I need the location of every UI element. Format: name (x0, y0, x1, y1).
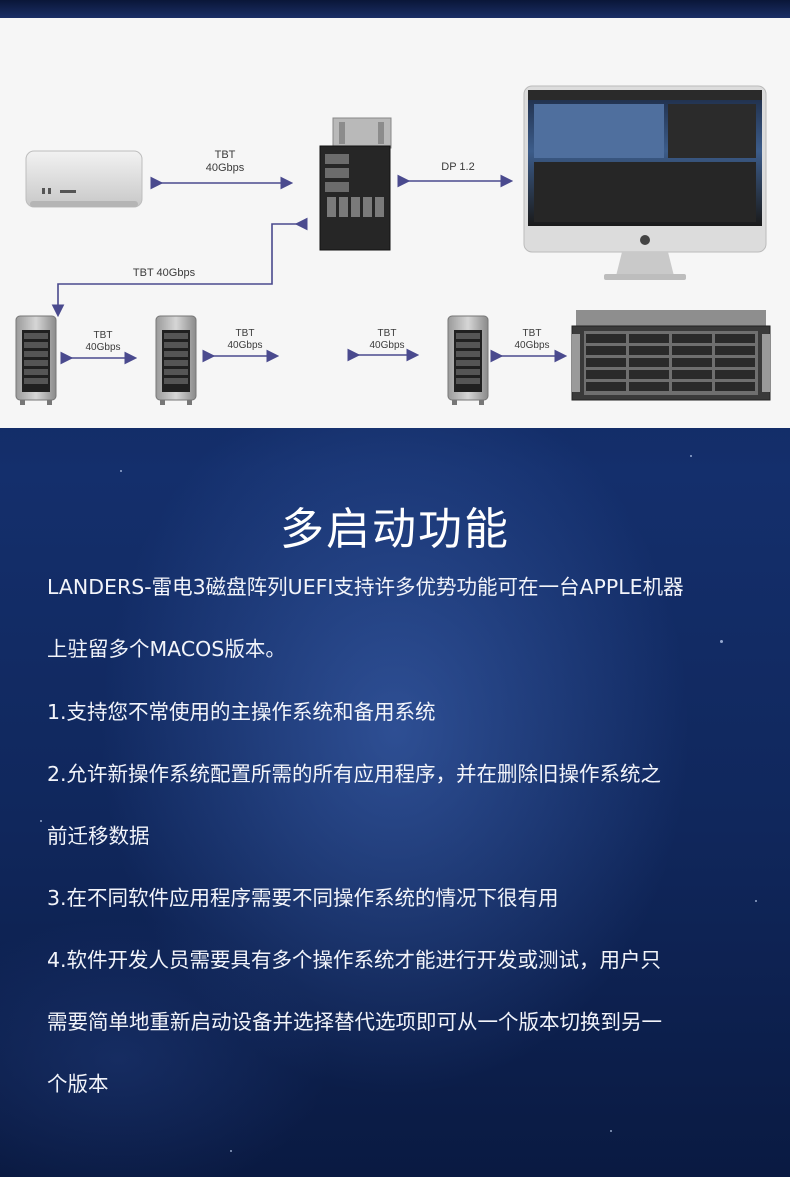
body-line: 需要简单地重新启动设备并选择替代选项即可从一个版本切换到另一 (47, 1010, 662, 1034)
mac-studio-icon (25, 150, 143, 208)
raid-tower-icon (15, 315, 57, 405)
body-line: 1.支持您不常使用的主操作系统和备用系统 (47, 700, 436, 724)
star-decoration (690, 455, 692, 457)
body-line: LANDERS-雷电3磁盘阵列UEFI支持许多优势功能可在一台APPLE机器 (47, 575, 684, 599)
body-line: 上驻留多个MACOS版本。 (47, 637, 286, 661)
connection-arrows (51, 174, 568, 365)
raid-tower-icon (155, 315, 197, 405)
tbt-label-mid: TBT 40Gbps (132, 267, 196, 279)
star-decoration (755, 900, 757, 902)
body-line: 4.软件开发人员需要具有多个操作系统才能进行开发或测试，用户只 (47, 948, 662, 972)
rack-server-icon (571, 310, 771, 401)
dp-label: DP 1.2 (441, 161, 475, 173)
imac-icon (523, 85, 767, 280)
raid-tower-icon (447, 315, 489, 405)
raid-enclosure-icon (319, 117, 392, 251)
body-line: 个版本 (47, 1072, 109, 1096)
arrow-raid-tower (51, 217, 308, 318)
star-decoration (230, 1150, 232, 1152)
diagram-graphics (15, 85, 771, 405)
star-decoration (610, 1130, 612, 1132)
star-decoration (720, 640, 723, 643)
body-line: 2.允许新操作系统配置所需的所有应用程序，并在删除旧操作系统之 (47, 762, 662, 786)
star-decoration (120, 470, 122, 472)
section-title: 多启动功能 (280, 504, 510, 555)
star-decoration (40, 820, 42, 822)
top-strip (0, 0, 790, 18)
body-line: 前迁移数据 (47, 824, 150, 848)
body-line: 3.在不同软件应用程序需要不同操作系统的情况下很有用 (47, 886, 559, 910)
